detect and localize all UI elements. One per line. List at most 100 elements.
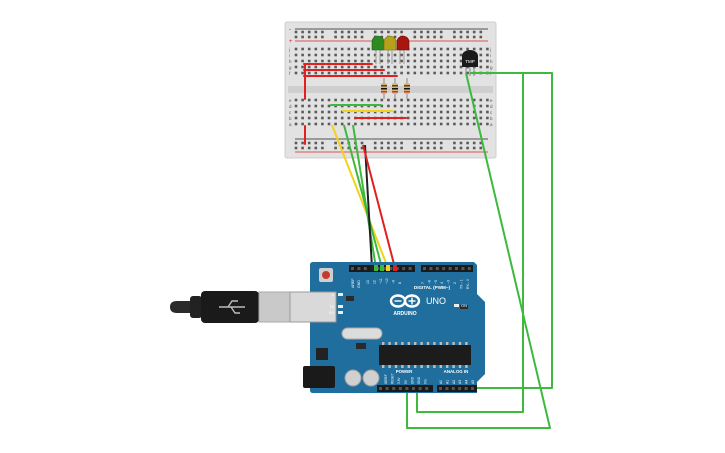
rail-hole[interactable] <box>459 141 463 145</box>
breadboard-hole[interactable] <box>479 116 483 120</box>
rail-hole[interactable] <box>360 141 364 145</box>
breadboard-hole[interactable] <box>373 98 377 102</box>
rail-hole[interactable] <box>321 146 324 150</box>
breadboard-hole[interactable] <box>420 104 423 108</box>
breadboard-hole[interactable] <box>314 122 318 126</box>
rail-hole[interactable] <box>373 30 377 34</box>
header-hole[interactable] <box>442 267 446 270</box>
breadboard-hole[interactable] <box>426 98 430 102</box>
rail-hole[interactable] <box>393 35 397 39</box>
header-hole[interactable] <box>455 267 458 270</box>
header-hole[interactable] <box>425 387 429 390</box>
breadboard-hole[interactable] <box>413 104 417 108</box>
breadboard-hole[interactable] <box>486 116 489 120</box>
rail-hole[interactable] <box>433 35 436 39</box>
resistor-3[interactable] <box>404 78 410 99</box>
header-hole[interactable] <box>458 387 462 390</box>
breadboard-hole[interactable] <box>340 53 344 57</box>
rail-hole[interactable] <box>301 30 304 34</box>
breadboard-hole[interactable] <box>314 53 318 57</box>
rail-hole[interactable] <box>472 30 476 34</box>
breadboard-hole[interactable] <box>301 53 304 57</box>
rail-hole[interactable] <box>347 30 351 34</box>
rail-hole[interactable] <box>420 146 423 150</box>
breadboard-hole[interactable] <box>446 116 450 120</box>
breadboard-hole[interactable] <box>307 65 311 69</box>
rail-hole[interactable] <box>373 146 377 150</box>
breadboard-hole[interactable] <box>406 71 410 75</box>
breadboard-hole[interactable] <box>294 110 298 114</box>
breadboard-hole[interactable] <box>433 71 436 75</box>
rail-hole[interactable] <box>426 35 430 39</box>
breadboard-hole[interactable] <box>426 53 430 57</box>
breadboard-hole[interactable] <box>380 104 384 108</box>
breadboard-hole[interactable] <box>486 104 489 108</box>
resistor-1[interactable] <box>381 78 387 99</box>
breadboard-hole[interactable] <box>314 71 318 75</box>
breadboard-hole[interactable] <box>314 65 318 69</box>
breadboard-hole[interactable] <box>387 71 390 75</box>
breadboard-hole[interactable] <box>439 122 443 126</box>
breadboard-hole[interactable] <box>294 116 298 120</box>
rail-hole[interactable] <box>420 30 423 34</box>
breadboard-hole[interactable] <box>426 110 430 114</box>
breadboard-hole[interactable] <box>307 104 311 108</box>
rail-hole[interactable] <box>426 146 430 150</box>
breadboard-hole[interactable] <box>347 98 351 102</box>
rail-hole[interactable] <box>433 30 436 34</box>
header-hole[interactable] <box>464 387 468 390</box>
breadboard-hole[interactable] <box>466 71 469 75</box>
breadboard-hole[interactable] <box>347 122 351 126</box>
header-hole[interactable] <box>435 267 439 270</box>
rail-hole[interactable] <box>294 146 298 150</box>
breadboard-hole[interactable] <box>433 47 436 51</box>
rail-hole[interactable] <box>294 30 298 34</box>
rail-hole[interactable] <box>472 141 476 145</box>
breadboard-hole[interactable] <box>347 65 351 69</box>
breadboard-hole[interactable] <box>413 98 417 102</box>
breadboard-hole[interactable] <box>433 122 436 126</box>
breadboard-hole[interactable] <box>301 65 304 69</box>
header-hole[interactable] <box>448 267 452 270</box>
breadboard-hole[interactable] <box>321 53 324 57</box>
header-hole[interactable] <box>376 267 380 270</box>
breadboard-hole[interactable] <box>400 65 403 69</box>
breadboard-hole[interactable] <box>367 59 370 63</box>
breadboard-hole[interactable] <box>321 47 324 51</box>
breadboard-hole[interactable] <box>301 110 304 114</box>
breadboard-hole[interactable] <box>347 71 351 75</box>
rail-hole[interactable] <box>380 146 384 150</box>
breadboard-hole[interactable] <box>453 47 456 51</box>
rail-hole[interactable] <box>340 30 344 34</box>
breadboard-hole[interactable] <box>294 71 298 75</box>
breadboard-hole[interactable] <box>406 116 410 120</box>
breadboard-hole[interactable] <box>314 47 318 51</box>
breadboard-hole[interactable] <box>327 98 331 102</box>
breadboard-hole[interactable] <box>321 65 324 69</box>
rail-hole[interactable] <box>307 141 311 145</box>
header-hole[interactable] <box>379 387 382 390</box>
breadboard-hole[interactable] <box>420 53 423 57</box>
wire-green-sensor-gnd[interactable] <box>406 72 551 429</box>
breadboard-hole[interactable] <box>406 59 410 63</box>
breadboard-hole[interactable] <box>439 53 443 57</box>
breadboard-hole[interactable] <box>334 59 337 63</box>
rail-hole[interactable] <box>472 146 476 150</box>
breadboard-hole[interactable] <box>446 104 450 108</box>
breadboard-hole[interactable] <box>354 53 357 57</box>
breadboard-hole[interactable] <box>453 53 456 57</box>
rail-hole[interactable] <box>413 30 417 34</box>
breadboard-hole[interactable] <box>340 47 344 51</box>
breadboard-hole[interactable] <box>426 104 430 108</box>
breadboard-hole[interactable] <box>307 47 311 51</box>
rail-hole[interactable] <box>479 146 483 150</box>
breadboard-hole[interactable] <box>387 65 390 69</box>
breadboard-hole[interactable] <box>334 116 337 120</box>
breadboard-hole[interactable] <box>453 110 456 114</box>
rail-hole[interactable] <box>360 35 364 39</box>
red-led[interactable] <box>396 35 410 64</box>
breadboard-hole[interactable] <box>327 104 331 108</box>
rail-hole[interactable] <box>433 141 436 145</box>
breadboard-hole[interactable] <box>347 53 351 57</box>
